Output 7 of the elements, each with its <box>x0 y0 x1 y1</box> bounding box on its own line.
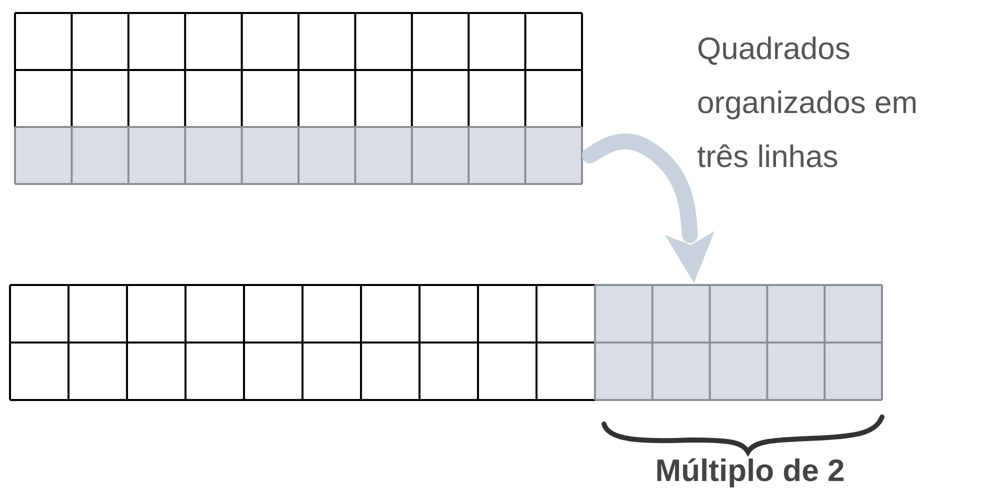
curved-arrow <box>582 133 715 283</box>
shaded-grid <box>595 285 882 400</box>
square-grid <box>15 13 582 184</box>
square-grid <box>10 285 595 400</box>
caption-text: Quadrados organizados em três linhas <box>697 30 919 176</box>
shaded-row <box>15 127 582 184</box>
brace-label: Múltiplo de 2 <box>654 452 846 490</box>
